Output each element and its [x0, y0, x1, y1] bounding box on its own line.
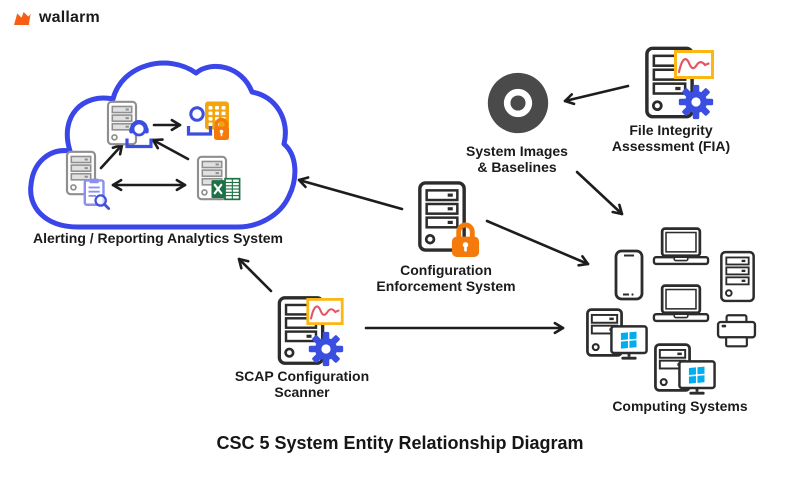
system-images-label-line2: & Baselines	[477, 159, 557, 175]
fia-label: File Integrity Assessment (FIA)	[591, 122, 751, 154]
arrow-images-to-computing	[575, 170, 624, 216]
printer-icon	[715, 313, 758, 349]
waveform-chart-icon	[674, 50, 714, 79]
config-enforcement-label-line2: Enforcement System	[376, 278, 516, 294]
windows-monitor-icon	[677, 359, 717, 397]
computing-systems-label: Computing Systems	[612, 398, 748, 414]
scap-scanner-label-line2: Scanner	[274, 384, 330, 400]
wallarm-logo-text: wallarm	[39, 9, 100, 26]
arrow-fia-to-images	[563, 84, 630, 106]
analyst-keypad-lock-icon	[186, 101, 229, 140]
scap-scanner-label-line1: SCAP Configuration	[234, 368, 370, 384]
lock-icon	[449, 219, 482, 260]
gear-icon	[308, 331, 344, 367]
arrow-logs-to-operator	[99, 143, 124, 170]
log-review-document-icon	[83, 178, 110, 210]
gear-icon	[678, 84, 714, 120]
scap-scanner-label: SCAP Configuration Scanner	[217, 368, 387, 400]
config-enforcement-label-line1: Configuration	[400, 262, 492, 278]
wallarm-logo-icon	[14, 12, 31, 25]
windows-monitor-icon	[609, 324, 649, 362]
arrow-config-to-cloud	[297, 176, 404, 211]
smartphone-icon	[614, 249, 644, 301]
fia-label-line2: Assessment (FIA)	[611, 138, 731, 154]
alerting-system-label: Alerting / Reporting Analytics System	[33, 230, 283, 246]
config-enforcement-label: Configuration Enforcement System	[366, 262, 526, 294]
laptop-icon	[652, 283, 710, 326]
waveform-chart-icon	[306, 298, 344, 325]
desktop-tower-icon	[718, 250, 757, 303]
laptop-icon	[652, 226, 710, 269]
system-images-label-line1: System Images	[466, 143, 568, 159]
operator-headset-icon	[125, 120, 153, 149]
arrow-excel-to-operator	[151, 138, 190, 161]
disc-icon	[487, 72, 549, 134]
spreadsheet-excel-icon	[211, 177, 241, 201]
fia-label-line1: File Integrity	[629, 122, 713, 138]
arrow-config-to-computing	[485, 219, 590, 267]
wallarm-logo: wallarm	[13, 9, 100, 27]
system-images-label: System Images & Baselines	[437, 143, 597, 175]
arrow-scap-to-cloud	[237, 257, 273, 293]
diagram-title: CSC 5 System Entity Relationship Diagram	[216, 433, 584, 453]
